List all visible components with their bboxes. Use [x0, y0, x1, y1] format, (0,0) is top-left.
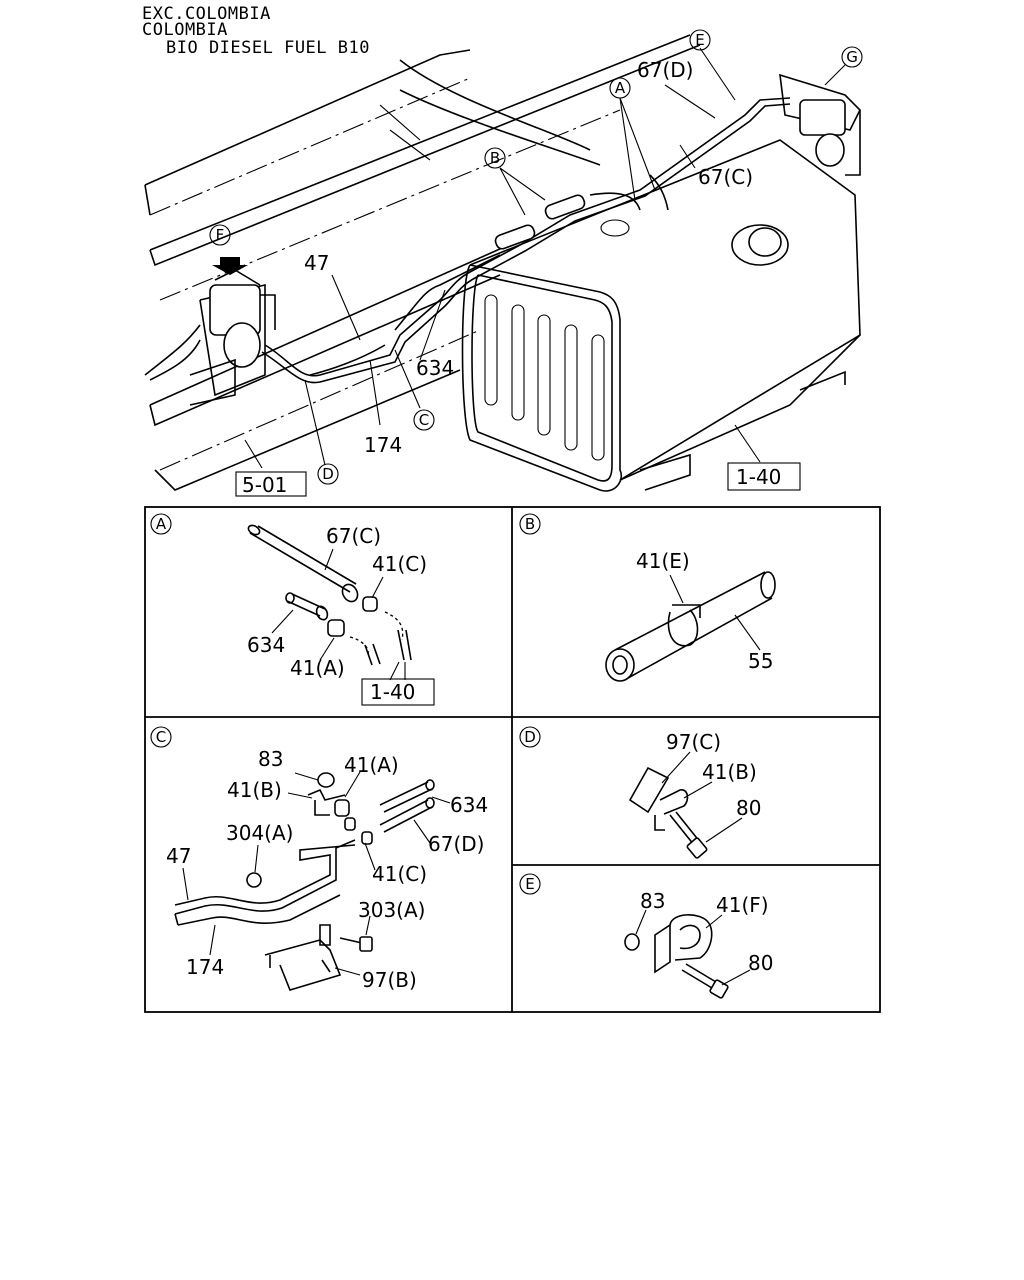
- detail-c-letter: C: [156, 728, 166, 746]
- detail-grid: [144, 506, 881, 1013]
- detail-a-label-41a: 41(A): [290, 656, 345, 680]
- detail-a-label-634: 634: [247, 633, 285, 657]
- detail-d-letter: D: [524, 728, 536, 746]
- detail-c-label-303a: 303(A): [358, 898, 425, 922]
- label-67d: 67(D): [637, 58, 693, 82]
- detail-e-label-83: 83: [640, 889, 665, 913]
- callout-f: F: [216, 226, 225, 244]
- detail-d: D 97(C) 41(B) 80: [519, 726, 761, 859]
- detail-d-label-41b: 41(B): [702, 760, 757, 784]
- detail-b-label-55: 55: [748, 649, 773, 673]
- callout-a: A: [615, 79, 626, 97]
- detail-c-label-97b: 97(B): [362, 968, 417, 992]
- detail-a-ref-1-40: 1-40: [370, 680, 415, 704]
- detail-c-label-67d: 67(D): [428, 832, 484, 856]
- detail-d-label-80: 80: [736, 796, 761, 820]
- header-colombia: COLOMBIA: [142, 20, 228, 40]
- detail-a: A 67(C) 41(C) 634 41(A) 1-40: [150, 513, 435, 706]
- detail-a-label-41c: 41(C): [372, 552, 427, 576]
- header-bio-diesel: BIO DIESEL FUEL B10: [166, 38, 370, 58]
- detail-e-label-41f: 41(F): [716, 893, 769, 917]
- label-634: 634: [416, 356, 454, 380]
- detail-d-label-97c: 97(C): [666, 730, 721, 754]
- detail-c-label-83: 83: [258, 747, 283, 771]
- main-assembly-view: A E B G F C D 67(D) 67(C) 47 634 174 5-0…: [144, 29, 863, 497]
- detail-e-label-80: 80: [748, 951, 773, 975]
- label-67c: 67(C): [698, 165, 753, 189]
- detail-c-label-47: 47: [166, 844, 191, 868]
- detail-a-label-67c: 67(C): [326, 524, 381, 548]
- detail-c-label-174: 174: [186, 955, 224, 979]
- detail-e: E 83 41(F) 80: [519, 873, 773, 999]
- detail-b-label-41e: 41(E): [636, 549, 690, 573]
- detail-c-label-304a: 304(A): [226, 821, 293, 845]
- callout-d: D: [322, 465, 334, 483]
- detail-c-label-634: 634: [450, 793, 488, 817]
- header-exc-colombia: EXC.COLOMBIA: [142, 4, 271, 24]
- label-174: 174: [364, 433, 402, 457]
- callout-e: E: [695, 31, 704, 49]
- callout-b: B: [490, 149, 500, 167]
- ref-1-40-main: 1-40: [736, 465, 781, 489]
- detail-b-letter: B: [525, 515, 535, 533]
- detail-c-label-41c: 41(C): [372, 862, 427, 886]
- detail-c: C: [150, 726, 488, 992]
- detail-c-label-41b: 41(B): [227, 778, 282, 802]
- label-47: 47: [304, 251, 329, 275]
- ref-5-01: 5-01: [242, 473, 287, 497]
- callout-c: C: [419, 411, 429, 429]
- detail-b: B 41(E) 55: [519, 513, 776, 682]
- detail-c-label-41a: 41(A): [344, 753, 399, 777]
- detail-e-letter: E: [525, 875, 534, 893]
- callout-g: G: [846, 48, 858, 66]
- detail-a-letter: A: [156, 515, 167, 533]
